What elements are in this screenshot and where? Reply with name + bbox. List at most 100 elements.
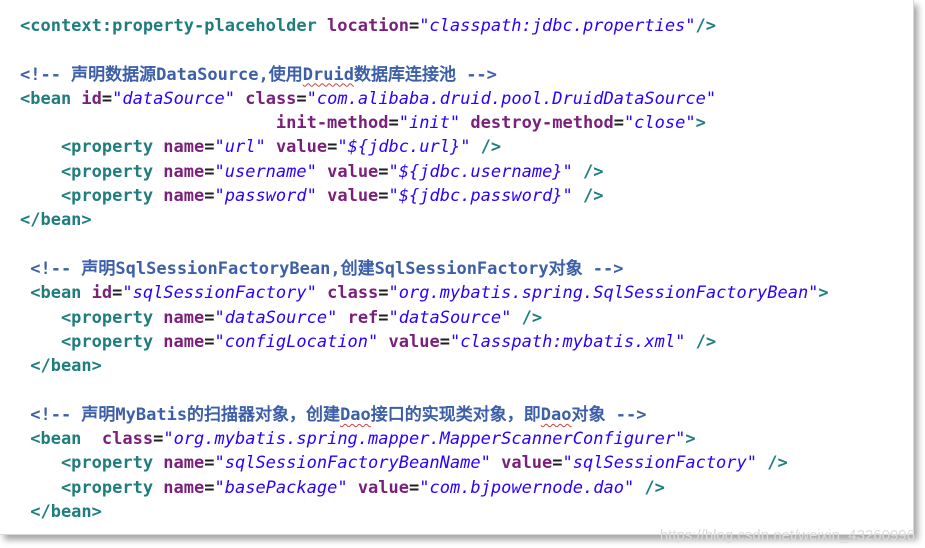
code-token: "${jdbc.url}": [337, 137, 471, 158]
code-token: "sqlSessionFactory": [562, 453, 757, 474]
code-token: =: [613, 113, 624, 134]
code-token: <property: [20, 453, 164, 474]
code-token: name: [163, 186, 205, 207]
code-token: =: [204, 331, 215, 352]
code-token: "dataSource": [214, 307, 338, 328]
code-token: ref: [347, 307, 379, 328]
code-token: [378, 332, 388, 352]
code-token: "${jdbc.password}": [388, 186, 573, 207]
code-token: value: [388, 331, 440, 352]
code-token: "classpath:mybatis.xml": [449, 331, 686, 352]
code-token: "username": [214, 161, 317, 182]
code-line: <property name="basePackage" value="com.…: [20, 476, 829, 500]
code-token: =: [204, 307, 215, 328]
code-token: =: [101, 88, 113, 109]
code-screenshot-frame: <context:property-placeholder location="…: [0, 0, 914, 535]
watermark: https://blog.csdn.net/weixin_43260996: [659, 527, 915, 544]
code-token: <property: [20, 307, 164, 328]
code-token: =: [153, 429, 164, 450]
code-line: </bean>: [20, 354, 829, 378]
code-token: "classpath:jdbc.properties": [419, 16, 696, 36]
code-token: 对象 -->: [571, 404, 647, 425]
code-token: =: [327, 137, 338, 158]
code-token: <!-- 声明SqlSessionFactoryBean,创建SqlSessio…: [20, 258, 624, 279]
code-line: [20, 233, 829, 257]
code-token: =: [409, 477, 420, 498]
code-token: 数据库连接池 -->: [353, 64, 497, 85]
code-token: <!-- 声明MyBatis的扫描器对象，创建: [20, 404, 341, 425]
code-token: "url": [214, 137, 266, 158]
code-token: [317, 283, 327, 303]
code-line: [20, 378, 829, 402]
code-token: [491, 453, 501, 473]
code-token: </bean>: [20, 210, 92, 231]
code-line: <property name="dataSource" ref="dataSou…: [20, 306, 829, 330]
code-line: [20, 38, 829, 62]
code-line: <!-- 声明数据源DataSource,使用Druid数据库连接池 -->: [20, 63, 829, 87]
code-token: <property: [20, 331, 164, 352]
code-token: />: [685, 331, 717, 352]
code-line: </bean>: [20, 208, 829, 232]
code-token: [317, 186, 327, 206]
code-token: =: [552, 453, 563, 474]
code-token: name: [163, 331, 205, 352]
code-token: value: [327, 186, 379, 207]
code-token: "configLocation": [214, 331, 379, 352]
code-line: <bean id="dataSource" class="com.alibaba…: [20, 87, 829, 111]
code-token: <bean: [20, 88, 82, 109]
code-token: <property: [20, 137, 164, 158]
code-token: =: [204, 161, 215, 182]
code-token: />: [572, 186, 604, 207]
code-token: id: [91, 283, 113, 304]
code-token: <bean: [20, 283, 92, 304]
code-token: <context:property-placeholder: [20, 16, 328, 36]
code-token: "password": [214, 186, 317, 207]
code-line: <!-- 声明SqlSessionFactoryBean,创建SqlSessio…: [20, 257, 829, 281]
code-token: =: [378, 161, 389, 182]
code-token: />: [634, 477, 665, 498]
code-token: =: [204, 453, 215, 474]
code-line: </bean>: [20, 500, 829, 524]
code-token: =: [204, 186, 215, 207]
code-token: [348, 478, 358, 498]
code-token: "close": [623, 113, 696, 134]
code-line: <!-- 声明MyBatis的扫描器对象，创建Dao接口的实现类对象，即Dao对…: [20, 403, 829, 427]
code-token: class: [327, 283, 379, 304]
code-token: "org.mybatis.spring.mapper.MapperScanner…: [163, 429, 686, 450]
code-line: <property name="password" value="${jdbc.…: [20, 184, 829, 208]
code-token: </bean>: [20, 356, 102, 377]
code-token: [235, 89, 245, 109]
code-token: =: [378, 283, 389, 304]
code-token: value: [275, 137, 328, 158]
code-token: =: [388, 113, 399, 134]
code-token: [460, 113, 470, 133]
xml-code-block: <context:property-placeholder location="…: [20, 14, 829, 524]
code-token: name: [163, 453, 205, 474]
code-token: <property: [20, 186, 164, 207]
code-token: location: [327, 16, 409, 36]
code-token: value: [327, 161, 379, 182]
code-token: <property: [20, 161, 164, 182]
code-token: />: [572, 161, 604, 182]
code-token: "com.bjpowernode.dao": [419, 477, 635, 498]
code-token: "basePackage": [214, 477, 348, 498]
code-token: class: [101, 429, 154, 450]
code-token: "sqlSessionFactoryBeanName": [214, 453, 491, 474]
code-token: =: [112, 283, 123, 304]
code-token: =: [378, 307, 389, 328]
code-token: =: [204, 477, 215, 498]
code-line: <context:property-placeholder location="…: [20, 14, 829, 38]
code-token: =: [378, 186, 389, 207]
code-token: "org.mybatis.spring.SqlSessionFactoryBea…: [388, 283, 819, 304]
code-token: <!-- 声明数据源DataSource,使用: [20, 64, 303, 85]
code-token: "init": [398, 113, 461, 134]
code-line: <property name="sqlSessionFactoryBeanNam…: [20, 451, 829, 475]
code-token: =: [296, 88, 307, 109]
code-token: =: [204, 137, 215, 158]
code-token: />: [470, 137, 502, 158]
code-token: Dao: [340, 404, 371, 425]
code-token: >: [685, 429, 696, 450]
code-token: init-method: [275, 113, 389, 134]
code-token: <property: [20, 477, 164, 498]
code-token: <bean: [20, 429, 102, 450]
